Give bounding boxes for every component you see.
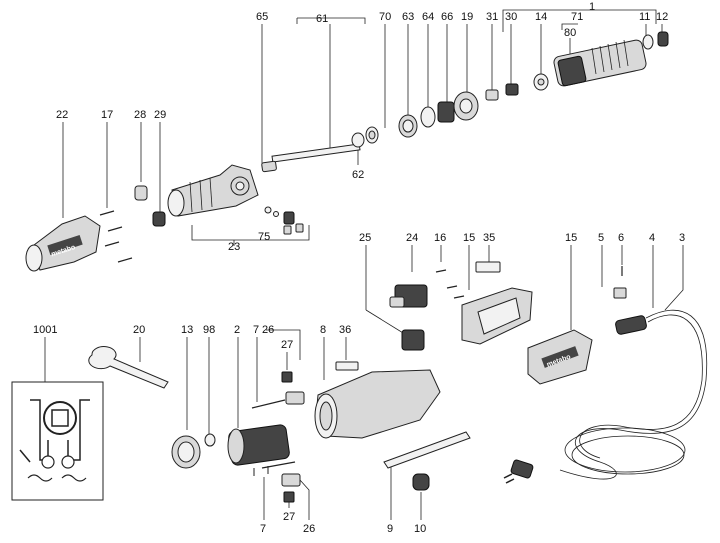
power-cable (503, 309, 708, 484)
label-1001: 1001 (33, 324, 57, 336)
label-66: 66 (441, 11, 453, 23)
label-3: 3 (679, 232, 685, 244)
label-2: 2 (234, 324, 240, 336)
label-10: 10 (414, 523, 426, 535)
label-31: 31 (486, 11, 498, 23)
label-9: 9 (387, 523, 393, 535)
label-11: 11 (639, 11, 650, 23)
part-labels: 65 61 70 63 64 66 19 31 30 14 71 1 80 11… (33, 1, 685, 535)
label-7a: 7 (253, 324, 259, 336)
label-16: 16 (434, 232, 446, 244)
gear-head (167, 164, 304, 235)
label-75: 75 (258, 231, 270, 243)
label-63: 63 (402, 11, 414, 23)
label-6: 6 (618, 232, 624, 244)
lower-parts (88, 346, 471, 503)
label-12: 12 (656, 11, 668, 23)
label-28: 28 (134, 109, 146, 121)
label-27a: 27 (281, 339, 293, 351)
label-30: 30 (505, 11, 517, 23)
label-15a: 15 (463, 232, 475, 244)
label-29: 29 (154, 109, 166, 121)
label-14: 14 (535, 11, 547, 23)
armature-assembly (261, 31, 669, 173)
housing-shells: metabo (461, 266, 627, 385)
label-80: 80 (564, 27, 576, 39)
label-98: 98 (203, 324, 215, 336)
label-35: 35 (483, 232, 495, 244)
label-4: 4 (649, 232, 655, 244)
wiring-schematic (11, 381, 104, 501)
label-24: 24 (406, 232, 418, 244)
label-26a: 26 (262, 324, 274, 336)
label-65: 65 (256, 11, 268, 23)
label-13: 13 (181, 324, 193, 336)
label-71: 71 (571, 11, 583, 23)
label-23: 23 (228, 241, 240, 253)
label-19: 19 (461, 11, 473, 23)
label-62: 62 (352, 169, 364, 181)
leader-lines (44, 9, 684, 520)
label-36: 36 (339, 324, 351, 336)
label-15b: 15 (565, 232, 577, 244)
label-1: 1 (589, 1, 595, 13)
nose-cap: metabo (25, 185, 166, 272)
label-70: 70 (379, 11, 391, 23)
label-7b: 7 (260, 523, 266, 535)
label-20: 20 (133, 324, 145, 336)
label-26b: 26 (303, 523, 315, 535)
label-25: 25 (359, 232, 371, 244)
label-61: 61 (316, 13, 328, 25)
switch-parts (389, 261, 501, 351)
label-27b: 27 (283, 511, 295, 523)
label-22: 22 (56, 109, 68, 121)
label-64: 64 (422, 11, 434, 23)
label-17: 17 (101, 109, 113, 121)
label-8: 8 (320, 324, 326, 336)
label-5: 5 (598, 232, 604, 244)
